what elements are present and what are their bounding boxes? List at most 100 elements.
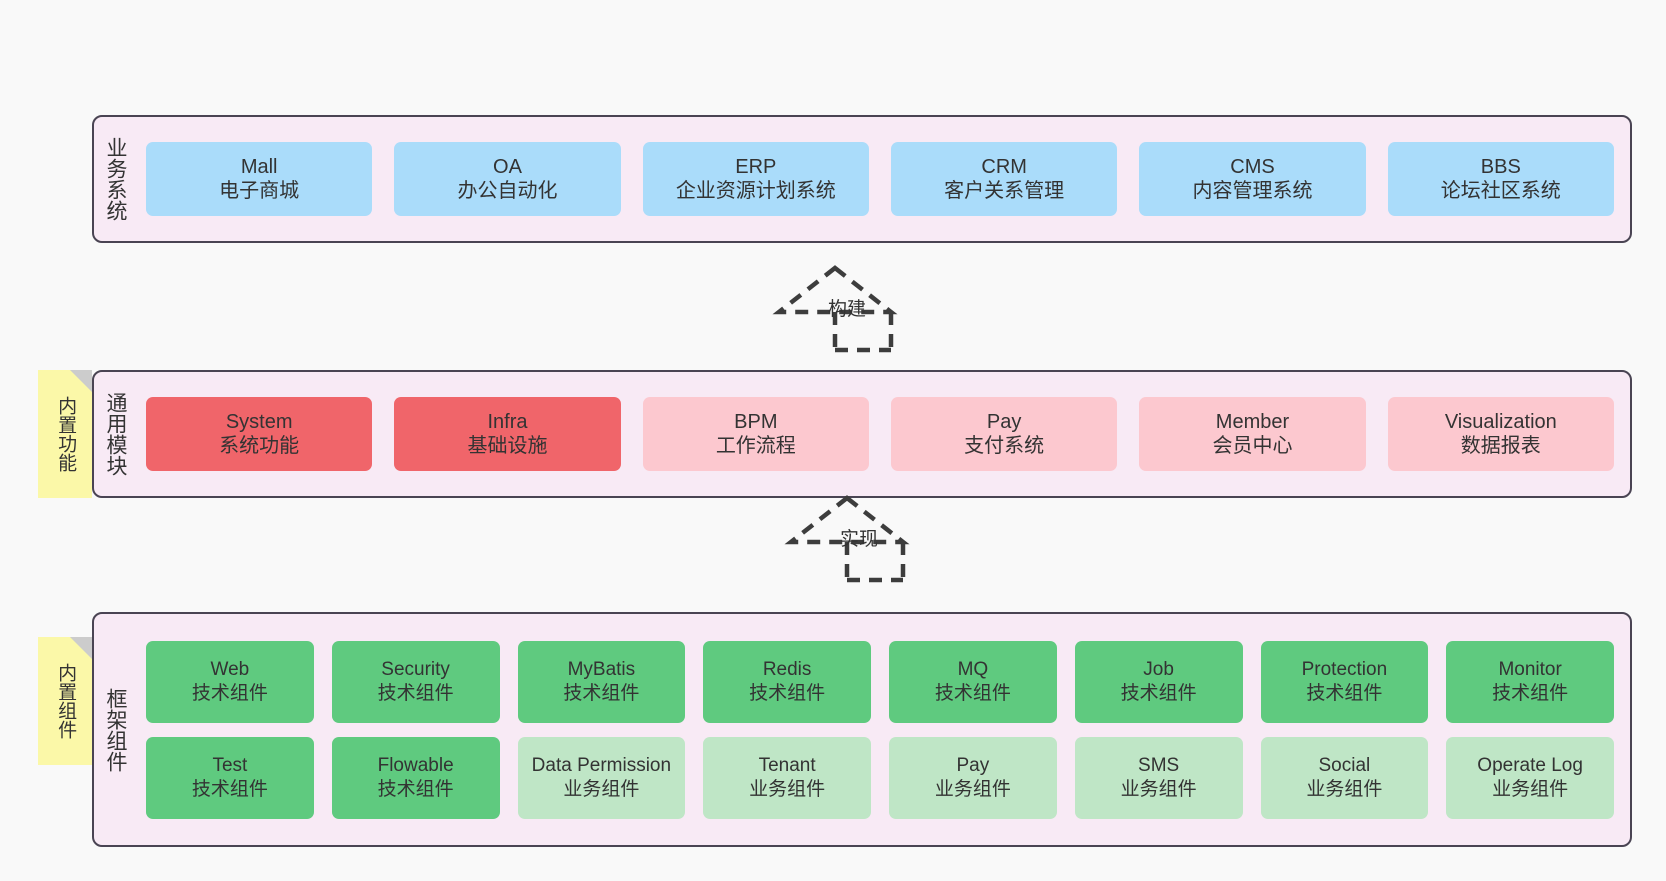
- card-data-permission[interactable]: Data Permission 业务组件: [517, 736, 686, 819]
- card-title-en: CMS: [1230, 155, 1275, 178]
- card-title-cn: 内容管理系统: [1192, 180, 1313, 202]
- card-title-cn: 技术组件: [1492, 682, 1569, 704]
- card-title-en: Visualization: [1444, 410, 1557, 433]
- card-title-cn: 数据报表: [1460, 435, 1541, 457]
- card-redis[interactable]: Redis 技术组件: [703, 640, 871, 723]
- card-pay-business[interactable]: Pay 业务组件: [889, 736, 1057, 819]
- card-security[interactable]: Security 技术组件: [331, 640, 500, 723]
- arrow-implement[interactable]: 实现: [772, 492, 922, 584]
- note-fold-icon: [70, 637, 92, 659]
- layer-title-common-module: 通用模块: [104, 392, 128, 476]
- card-title-cn: 技术组件: [749, 682, 826, 704]
- note-label: 内置功能: [55, 396, 77, 472]
- card-title-cn: 业务组件: [1306, 778, 1383, 800]
- card-title-cn: 办公自动化: [457, 180, 558, 202]
- note-fold-icon: [70, 370, 92, 392]
- arrow-build-label: 构建: [828, 299, 867, 320]
- note-builtin-components[interactable]: 内置组件: [38, 637, 92, 765]
- card-title-cn: 业务组件: [749, 778, 826, 800]
- note-builtin-functions[interactable]: 内置功能: [38, 370, 92, 498]
- card-cms[interactable]: CMS 内容管理系统: [1139, 142, 1366, 216]
- card-title-cn: 企业资源计划系统: [675, 180, 836, 202]
- card-title-en: BPM: [734, 410, 778, 433]
- card-title-cn: 业务组件: [563, 778, 640, 800]
- card-title-cn: 技术组件: [377, 682, 454, 704]
- card-title-en: Member: [1215, 410, 1290, 433]
- card-title-cn: 支付系统: [964, 435, 1045, 457]
- layer-title-framework-component: 框架组件: [104, 687, 128, 772]
- card-title-en: Flowable: [377, 755, 454, 777]
- card-title-en: MQ: [957, 659, 989, 681]
- card-title-cn: 技术组件: [191, 682, 268, 704]
- card-title-cn: 业务组件: [934, 778, 1011, 800]
- card-mq[interactable]: MQ 技术组件: [889, 640, 1057, 723]
- card-title-en: Web: [210, 659, 250, 681]
- card-operate-log[interactable]: Operate Log 业务组件: [1446, 736, 1614, 819]
- card-visualization[interactable]: Visualization 数据报表: [1387, 397, 1614, 471]
- card-title-en: Test: [212, 755, 248, 777]
- card-title-en: Pay: [986, 410, 1022, 433]
- card-infra[interactable]: Infra 基础设施: [394, 397, 621, 471]
- card-title-en: Operate Log: [1477, 755, 1583, 777]
- card-title-cn: 论坛社区系统: [1440, 180, 1561, 202]
- card-title-en: System: [225, 410, 293, 433]
- card-mybatis[interactable]: MyBatis 技术组件: [517, 640, 686, 723]
- arrow-build[interactable]: 构建: [760, 262, 910, 354]
- card-title-cn: 基础设施: [467, 435, 548, 457]
- card-title-cn: 业务组件: [1492, 778, 1569, 800]
- card-title-en: Data Permission: [531, 755, 672, 777]
- card-monitor[interactable]: Monitor 技术组件: [1446, 640, 1614, 723]
- card-title-cn: 技术组件: [934, 682, 1011, 704]
- card-title-en: Redis: [762, 659, 812, 681]
- card-title-en: Job: [1143, 659, 1174, 681]
- card-member[interactable]: Member 会员中心: [1139, 397, 1366, 471]
- card-mall[interactable]: Mall 电子商城: [146, 142, 373, 216]
- layer-body-business-system: Mall 电子商城 OA 办公自动化 ERP 企业资源计划系统 CRM 客户关系…: [136, 117, 1630, 241]
- card-protection[interactable]: Protection 技术组件: [1260, 640, 1429, 723]
- card-title-cn: 技术组件: [1120, 682, 1197, 704]
- card-title-en: Mall: [240, 155, 278, 178]
- card-bpm[interactable]: BPM 工作流程: [642, 397, 869, 471]
- arrow-implement-label: 实现: [840, 529, 879, 550]
- card-title-en: CRM: [981, 155, 1027, 178]
- card-flowable[interactable]: Flowable 技术组件: [331, 736, 500, 819]
- card-pay[interactable]: Pay 支付系统: [890, 397, 1118, 471]
- card-title-en: OA: [493, 155, 522, 178]
- card-title-cn: 客户关系管理: [944, 180, 1065, 202]
- card-title-en: Social: [1318, 755, 1371, 777]
- card-oa[interactable]: OA 办公自动化: [394, 142, 621, 216]
- card-title-cn: 技术组件: [377, 778, 454, 800]
- card-title-en: SMS: [1138, 755, 1180, 777]
- card-title-en: ERP: [735, 155, 777, 178]
- card-title-en: Security: [381, 659, 450, 681]
- layer-common-module[interactable]: 通用模块 System 系统功能 Infra 基础设施 BPM 工作流程 Pay…: [92, 370, 1632, 498]
- layer-body-framework-component: Web 技术组件 Security 技术组件 MyBatis 技术组件 Redi…: [136, 614, 1630, 845]
- row-tech-components: Web 技术组件 Security 技术组件 MyBatis 技术组件 Redi…: [146, 640, 1614, 723]
- card-web[interactable]: Web 技术组件: [146, 640, 314, 723]
- card-title-en: MyBatis: [567, 659, 636, 681]
- card-title-en: BBS: [1480, 155, 1521, 178]
- card-title-cn: 业务组件: [1120, 778, 1197, 800]
- card-crm[interactable]: CRM 客户关系管理: [890, 142, 1118, 216]
- row-common-modules: System 系统功能 Infra 基础设施 BPM 工作流程 Pay 支付系统…: [146, 397, 1614, 471]
- card-title-cn: 电子商城: [219, 180, 300, 202]
- card-title-cn: 技术组件: [191, 778, 268, 800]
- layer-title-business-system: 业务系统: [104, 137, 128, 221]
- card-social[interactable]: Social 业务组件: [1260, 736, 1429, 819]
- card-title-en: Protection: [1301, 659, 1388, 681]
- layer-body-common-module: System 系统功能 Infra 基础设施 BPM 工作流程 Pay 支付系统…: [136, 372, 1630, 496]
- row-business-systems: Mall 电子商城 OA 办公自动化 ERP 企业资源计划系统 CRM 客户关系…: [146, 142, 1614, 216]
- card-title-en: Tenant: [758, 755, 816, 777]
- card-title-en: Infra: [487, 410, 528, 433]
- card-job[interactable]: Job 技术组件: [1074, 640, 1243, 723]
- row-business-components: Test 技术组件 Flowable 技术组件 Data Permission …: [146, 736, 1614, 819]
- card-erp[interactable]: ERP 企业资源计划系统: [642, 142, 869, 216]
- card-bbs[interactable]: BBS 论坛社区系统: [1387, 142, 1614, 216]
- card-sms[interactable]: SMS 业务组件: [1074, 736, 1243, 819]
- card-tenant[interactable]: Tenant 业务组件: [703, 736, 871, 819]
- layer-business-system[interactable]: 业务系统 Mall 电子商城 OA 办公自动化 ERP 企业资源计划系统 CRM…: [92, 115, 1632, 243]
- card-test[interactable]: Test 技术组件: [146, 736, 314, 819]
- layer-framework-component[interactable]: 框架组件 Web 技术组件 Security 技术组件 MyBatis 技术组件…: [92, 612, 1632, 847]
- card-system[interactable]: System 系统功能: [146, 397, 373, 471]
